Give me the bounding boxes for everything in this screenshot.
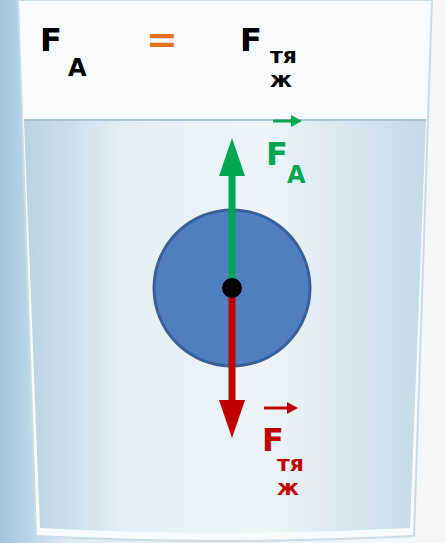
force-subscript: A [68,56,87,80]
center-dot [222,278,242,298]
gravity-arrow [229,288,236,405]
vector-sign [264,407,290,410]
buoyancy-arrowhead [219,138,245,176]
buoyancy-arrow [229,172,236,288]
force-subscript: A [287,163,306,187]
force-subscript: тяж [277,452,308,500]
vector-sign-head [291,115,302,127]
water [24,120,426,533]
force-subscript: тяж [270,44,301,92]
force-symbol: F [240,24,262,56]
gravity-arrowhead [219,400,245,438]
glass [18,0,432,541]
equals-sign: = [146,20,178,58]
water-surface [24,119,426,121]
force-symbol: F [40,24,62,56]
vector-sign [273,120,294,123]
vector-sign-head [287,402,298,414]
force-symbol: F [266,138,288,170]
